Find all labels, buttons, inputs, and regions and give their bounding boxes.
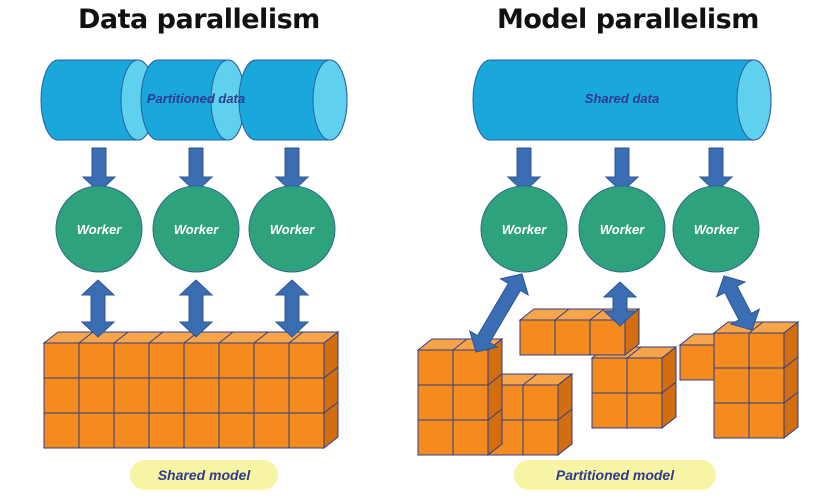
- model-arrow-6: [715, 275, 761, 331]
- shared-data-cylinder: [472, 59, 772, 141]
- data-parallelism-title: Data parallelism: [78, 4, 320, 35]
- model-arrow-4: [468, 273, 530, 353]
- worker-left-1: Worker: [55, 185, 143, 273]
- worker-left-1-circle: [55, 185, 143, 273]
- shared-data-body-cap: [736, 59, 772, 141]
- worker-right-2-label: Worker: [600, 222, 645, 237]
- arrows: [80, 147, 761, 353]
- worker-right-1-label: Worker: [502, 222, 547, 237]
- model-piece-a-high: [416, 337, 504, 457]
- model-arrow-1: [80, 279, 116, 338]
- worker-left-3-circle: [248, 185, 336, 273]
- data-arrow-1: [81, 147, 117, 193]
- partitioned-data-label: Partitioned data: [147, 91, 245, 106]
- worker-right-1: Worker: [480, 185, 568, 273]
- data-cylinder-3-cap: [312, 59, 348, 141]
- worker-right-2: Worker: [578, 185, 666, 273]
- model-arrow-3: [274, 279, 310, 338]
- shared-model-block-side: [323, 330, 339, 450]
- data-cylinder-1: [40, 59, 156, 141]
- model-piece-c-side: [783, 320, 799, 440]
- model-blocks: [42, 307, 800, 457]
- worker-left-1-label: Worker: [77, 222, 122, 237]
- partitioned-data-cylinders: [40, 59, 348, 141]
- model-piece-b-high-front: [519, 319, 626, 356]
- workers: Worker Worker Worker Worker Worker Worker: [55, 185, 760, 273]
- model-piece-c: [712, 320, 800, 440]
- worker-right-3: Worker: [672, 185, 760, 273]
- shared-model-block: [42, 330, 340, 450]
- data-cylinder-2: [140, 59, 246, 141]
- shared-data-body: [472, 59, 772, 141]
- model-arrow-5: [602, 281, 638, 327]
- worker-left-2-label: Worker: [174, 222, 219, 237]
- partitioned-model-label: Partitioned model: [514, 460, 716, 490]
- worker-right-1-circle: [480, 185, 568, 273]
- data-arrow-3: [274, 147, 310, 193]
- model-arrow-2: [178, 279, 214, 338]
- data-arrow-6: [698, 147, 734, 193]
- model-piece-b-low: [590, 345, 678, 430]
- worker-left-2-circle: [152, 185, 240, 273]
- data-arrow-2: [178, 147, 214, 193]
- data-cylinder-3: [238, 59, 348, 141]
- data-arrow-4: [506, 147, 542, 193]
- shared-data-label: Shared data: [585, 91, 659, 106]
- worker-left-3-label: Worker: [270, 222, 315, 237]
- worker-left-2: Worker: [152, 185, 240, 273]
- worker-left-3: Worker: [248, 185, 336, 273]
- model-piece-c-ledge-front: [679, 344, 716, 381]
- shared-model-label: Shared model: [130, 460, 278, 490]
- model-parallelism-title: Model parallelism: [497, 4, 759, 35]
- worker-right-2-circle: [578, 185, 666, 273]
- worker-right-3-circle: [672, 185, 760, 273]
- worker-right-3-label: Worker: [694, 222, 739, 237]
- data-arrow-5: [604, 147, 640, 193]
- model-piece-a-high-side: [487, 337, 503, 457]
